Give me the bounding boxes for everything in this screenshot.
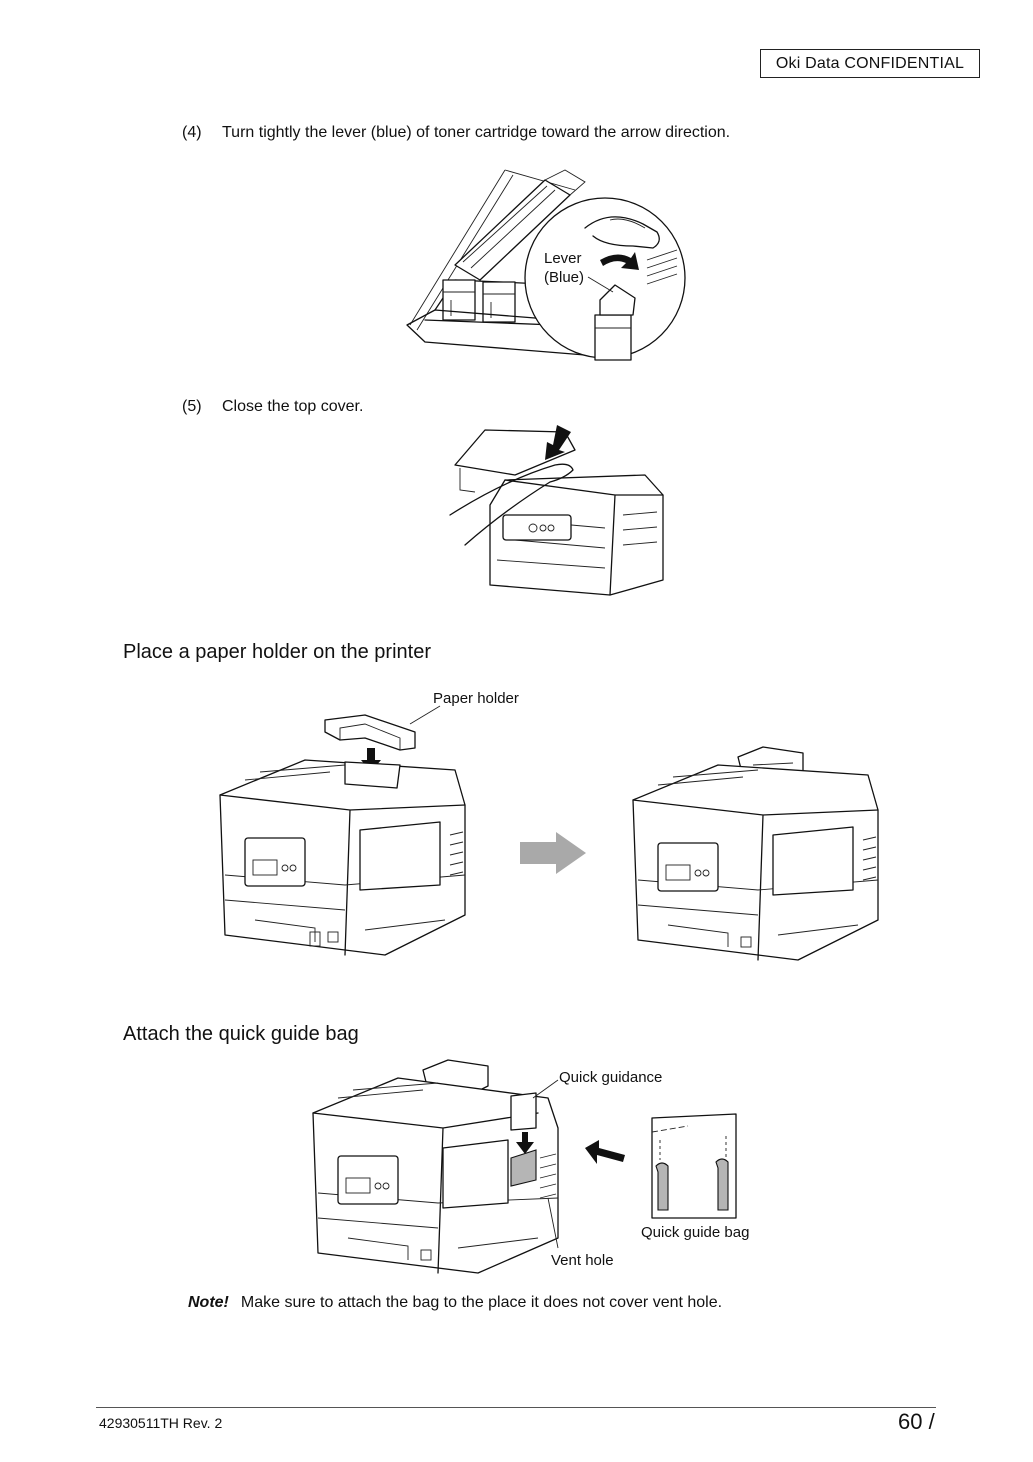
quick-guide-bag-callout: Quick guide bag <box>641 1224 750 1241</box>
note: Note! Make sure to attach the bag to the … <box>188 1293 722 1313</box>
lever-callout-line1: Lever <box>544 250 582 267</box>
step-5-number: (5) <box>182 398 202 415</box>
gray-right-arrow <box>520 832 586 874</box>
printer-with-guide-bag <box>312 1059 559 1274</box>
lever-callout-line2: (Blue) <box>544 269 585 286</box>
step-4-number: (4) <box>182 124 202 141</box>
quick-guidance-callout: Quick guidance <box>559 1069 663 1086</box>
paper-holder-callout: Paper holder <box>433 690 519 707</box>
page-number: 60 / <box>898 1409 935 1434</box>
step-4-text: Turn tightly the lever (blue) of toner c… <box>222 124 731 141</box>
step-4: (4) Turn tightly the lever (blue) of tone… <box>182 123 730 143</box>
toner-lever-illustration <box>406 169 686 361</box>
close-top-cover-illustration <box>449 425 664 596</box>
note-text: Make sure to attach the bag to the place… <box>240 1294 723 1311</box>
printer-with-holder-before <box>219 705 466 956</box>
printer-with-holder-after <box>632 746 879 961</box>
step-5-text: Close the top cover. <box>222 398 364 415</box>
vent-hole-callout: Vent hole <box>551 1252 614 1269</box>
footer-divider <box>96 1407 936 1408</box>
guide-bag-heading: Attach the quick guide bag <box>123 1023 359 1045</box>
doc-number: 42930511TH Rev. 2 <box>99 1415 223 1431</box>
quick-guide-bag-illustration <box>651 1113 737 1219</box>
step-5: (5) Close the top cover. <box>182 397 363 417</box>
note-tag: Note! <box>188 1294 229 1311</box>
confidential-label: Oki Data CONFIDENTIAL <box>760 49 980 78</box>
paper-holder-heading: Place a paper holder on the printer <box>123 641 431 663</box>
black-left-arrow <box>585 1140 625 1164</box>
